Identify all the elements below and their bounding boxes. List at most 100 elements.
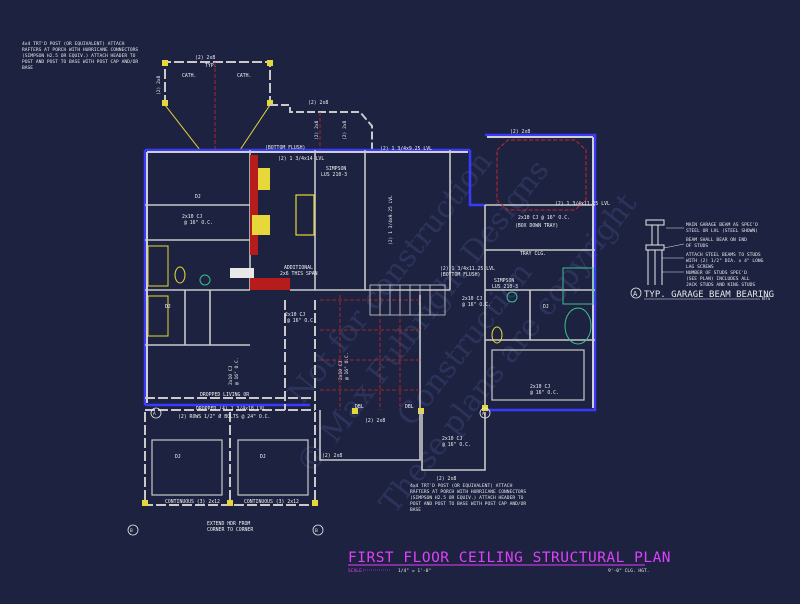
grid-marker-a-left-label: A	[153, 411, 156, 417]
dj-2: DJ	[543, 304, 549, 310]
stair	[369, 284, 446, 316]
bay-2x8: (2) 2x8	[308, 100, 328, 106]
porch-side-2x8: (2) 2x8	[156, 75, 162, 95]
cj-2: 2x10 CJ @ 16" O.C.	[518, 215, 570, 221]
dj-4: DJ	[175, 454, 181, 460]
cj-8: 2x10 CJ	[338, 360, 344, 380]
grid-marker-a-right-label: A	[482, 411, 485, 417]
cath-right: CATH.	[237, 73, 251, 79]
detail-note-9: (SEE PLAN) INCLUDES ALL	[686, 276, 750, 282]
porch-top-2x8: (2) 2x8	[195, 55, 215, 61]
dbl-1: DBL	[355, 404, 364, 410]
detail-note-10: JACK STUDS AND KING STUDS	[686, 282, 755, 288]
dropped-beams	[145, 300, 316, 411]
dj-3: DJ	[165, 304, 171, 310]
additional-b: 2x6 THIS SPAN	[280, 271, 318, 277]
grid-marker-b-left-label: B	[130, 528, 133, 534]
cj-6: 2x10 CJ	[442, 436, 462, 442]
grid-marker-a-right	[479, 407, 491, 419]
detail-note-7: LAG SCREWS	[686, 264, 714, 270]
bottom-flush-1: (BOTTOM FLUSH)	[265, 145, 305, 151]
cj-3: 2x10 CJ	[285, 312, 305, 318]
cj-5: 2x10 CJ	[530, 384, 550, 390]
dj-1: DJ	[195, 194, 201, 200]
cj-7: 2x10 CJ	[228, 365, 234, 385]
detail-note-1: MAIN GARAGE BEAM AS SPEC'D	[686, 222, 758, 228]
top-left-note-line-1: 4x4 TRT'D POST (OR EQUIVALENT) ATTACH	[22, 41, 125, 47]
tray-clg: TRAY CLG.	[520, 251, 546, 257]
fixtures	[147, 245, 594, 345]
detail-scale: NTS	[762, 296, 771, 302]
tray-ceiling-outline	[496, 139, 587, 211]
bottom-note-line-4: POST AND POST TO BASE WITH POST CAP AND/…	[410, 501, 526, 507]
garage-beam-detail: MAIN GARAGE BEAM AS SPEC'D STEEL OR LVL …	[630, 219, 774, 302]
bay-2x8-v2: (2) 2x8	[342, 120, 348, 140]
right-lower-room	[491, 349, 585, 401]
bottom-flush-2: (BOTTOM FLUSH)	[440, 272, 480, 278]
exterior-walls	[143, 133, 597, 412]
top-left-note-line-2: RAFTERS AT PORCH WITH HURRICANE CONNECTO…	[22, 47, 138, 53]
bottom-note-line-5: BASE	[410, 507, 421, 513]
lvl-2: (2) 1 3/4x9.25 LVL	[380, 146, 432, 152]
ceiling-height: 9'-0" CLG. HGT.	[608, 568, 650, 574]
grid-marker-b-right-label: B	[315, 528, 318, 534]
bottom-note-line-1: 4x4 TRT'D POST (OR EQUIVALENT) ATTACH	[410, 483, 513, 489]
porch-hip-2	[239, 104, 271, 151]
grid-marker-b-left	[127, 524, 139, 536]
dropped-lvl: DROPPED (4) 1 3/4x18 LVL	[196, 406, 265, 412]
bottom-note-line-3: (SIMPSON H2.5 OR EQUIV.) ATTACH HEADER T…	[410, 495, 524, 501]
porch-2x8-b: (2) 2x8	[436, 476, 456, 482]
detail-beam-flange-bottom	[645, 244, 665, 251]
front-porch-rooms	[151, 439, 309, 496]
detail-beam-flange-top	[645, 219, 665, 226]
top-left-note: 4x4 TRT'D POST (OR EQUIVALENT) ATTACH RA…	[22, 41, 138, 71]
cj-1b: @ 16" O.C.	[184, 220, 213, 226]
grid-markers: A A B B	[127, 407, 491, 536]
continuous-1: CONTINUOUS (3) 2x12	[165, 499, 220, 505]
detail-note-6: WITH (2) 1/2" DIA. x 4" LONG	[686, 258, 764, 264]
title-block: FIRST FLOOR CEILING STRUCTURAL PLAN SCAL…	[348, 550, 671, 574]
lvl-1: (2) 1 3/4x14 LVL	[278, 156, 324, 162]
garage-2x8: (2) 2x8	[510, 129, 530, 135]
typ-label: TYP.	[205, 63, 217, 69]
cath-left: CATH.	[182, 73, 196, 79]
top-left-note-line-5: BASE	[22, 65, 33, 71]
detail-note-3: BEAM SHALL BEAR ON END	[686, 237, 747, 243]
detail-marker-circle	[630, 287, 642, 299]
extend-1: EXTEND HDR FROM	[207, 521, 250, 527]
detail-note-8: NUMBER OF STUDS SPEC'D	[686, 270, 747, 276]
cj-7b: @ 16" O.C.	[234, 357, 240, 385]
grid-marker-a-left	[150, 407, 162, 419]
detail-note-5: ATTACH STEEL BEAMS TO STUDS	[686, 252, 761, 258]
detail-marker: A	[633, 290, 638, 298]
porch-2x8-a: (2) 2x8	[365, 418, 385, 424]
cj-4b: @ 16" O.C.	[462, 302, 491, 308]
top-left-note-line-3: (SIMPSON H2.5 OR EQUIV.) ATTACH HEADER T…	[22, 53, 136, 59]
kitchen-cabinets	[230, 155, 315, 290]
simpson-2b: LUS 210-3	[492, 284, 518, 290]
lvl-4-right: (2) 1 3/4x11.25 LVL	[555, 201, 610, 207]
bottom-note-line-2: RAFTERS AT PORCH WITH HURRICANE CONNECTO…	[410, 489, 526, 495]
box-down-tray: (BOX DOWN TRAY)	[515, 223, 558, 229]
extend-2: CORNER TO CORNER	[207, 527, 253, 533]
dbl-2: DBL	[405, 404, 414, 410]
porch-2x8-c: (2) 2x8	[322, 453, 342, 459]
bay-2x8-v1: (2) 2x8	[314, 120, 320, 140]
grid-marker-b-right	[312, 524, 324, 536]
continuous-2: CONTINUOUS (3) 2x12	[244, 499, 299, 505]
lvl-4: (2) 1 3/4x11.25 LVL	[440, 266, 495, 272]
lvl-3: (2) 1 3/4x9.25 LVL	[388, 195, 394, 245]
detail-title: TYP. GARAGE BEAM BEARING	[644, 290, 774, 300]
scale-value: 1/4" = 1'-0"	[398, 568, 431, 574]
cj-1: 2x10 CJ	[182, 214, 202, 220]
porch-hip	[164, 104, 201, 151]
dj-5: DJ	[260, 454, 266, 460]
top-left-note-line-4: POST AND POST TO BASE WITH POST CAP AND/…	[22, 59, 138, 65]
simpson-2: SIMPSON	[494, 278, 514, 284]
front-bay	[319, 410, 486, 471]
rear-porch-posts	[162, 60, 273, 106]
cj-4: 2x10 CJ	[462, 296, 482, 302]
cj-8b: @ 16" O.C.	[344, 352, 350, 380]
detail-note-4: OF STUDS	[686, 243, 708, 249]
